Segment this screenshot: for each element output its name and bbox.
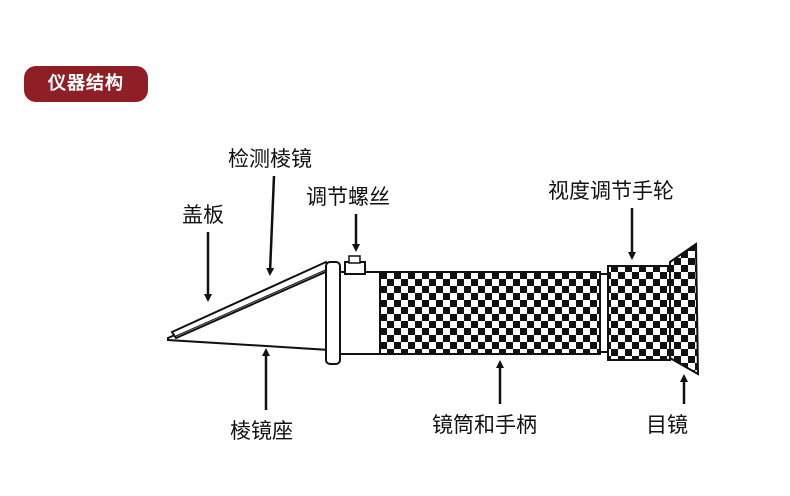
label-barrel-handle: 镜筒和手柄	[432, 413, 537, 437]
eyepiece-shape	[669, 242, 700, 376]
barrel-handle-shape	[379, 271, 601, 355]
collar-ring	[325, 261, 341, 365]
label-eyepiece: 目镜	[646, 413, 688, 437]
label-adjust-screw: 调节螺丝	[306, 185, 390, 209]
diopter-wheel-shape	[607, 265, 671, 361]
arrow-prism-check	[266, 175, 276, 276]
collar-body	[339, 271, 381, 355]
label-diopter-wheel: 视度调节手轮	[548, 179, 674, 203]
adjust-screw-shape	[344, 261, 366, 275]
label-prism-seat: 棱镜座	[230, 419, 293, 443]
section-title: 仪器结构	[48, 73, 124, 94]
section-title-badge: 仪器结构	[24, 66, 148, 102]
label-cover: 盖板	[182, 203, 224, 227]
label-prism-check: 检测棱镜	[228, 147, 312, 171]
